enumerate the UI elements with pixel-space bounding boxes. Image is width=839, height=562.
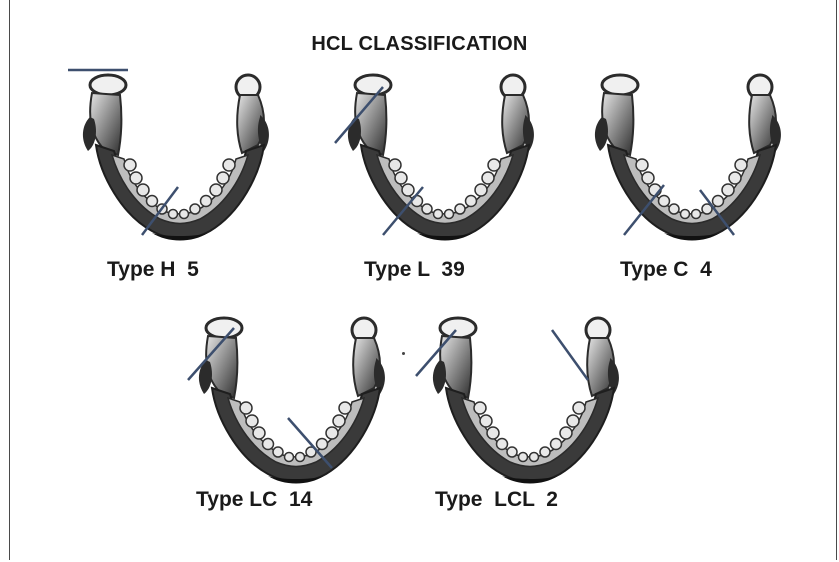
jaw-type-h bbox=[60, 65, 300, 250]
label-type-lcl: Type LCL 2 bbox=[435, 488, 558, 512]
jaw-type-c bbox=[572, 65, 812, 250]
jaw-type-lc bbox=[176, 308, 416, 493]
label-type-c: Type C 4 bbox=[620, 258, 712, 282]
label-type-lc: Type LC 14 bbox=[196, 488, 312, 512]
jaw-type-lcl bbox=[410, 308, 650, 493]
figure-title: HCL CLASSIFICATION bbox=[0, 33, 839, 56]
label-type-l: Type L 39 bbox=[364, 258, 465, 282]
fracture-line-right bbox=[552, 330, 588, 380]
jaw-type-l bbox=[325, 65, 565, 250]
stray-dot bbox=[402, 352, 405, 355]
label-type-h: Type H 5 bbox=[107, 258, 199, 282]
